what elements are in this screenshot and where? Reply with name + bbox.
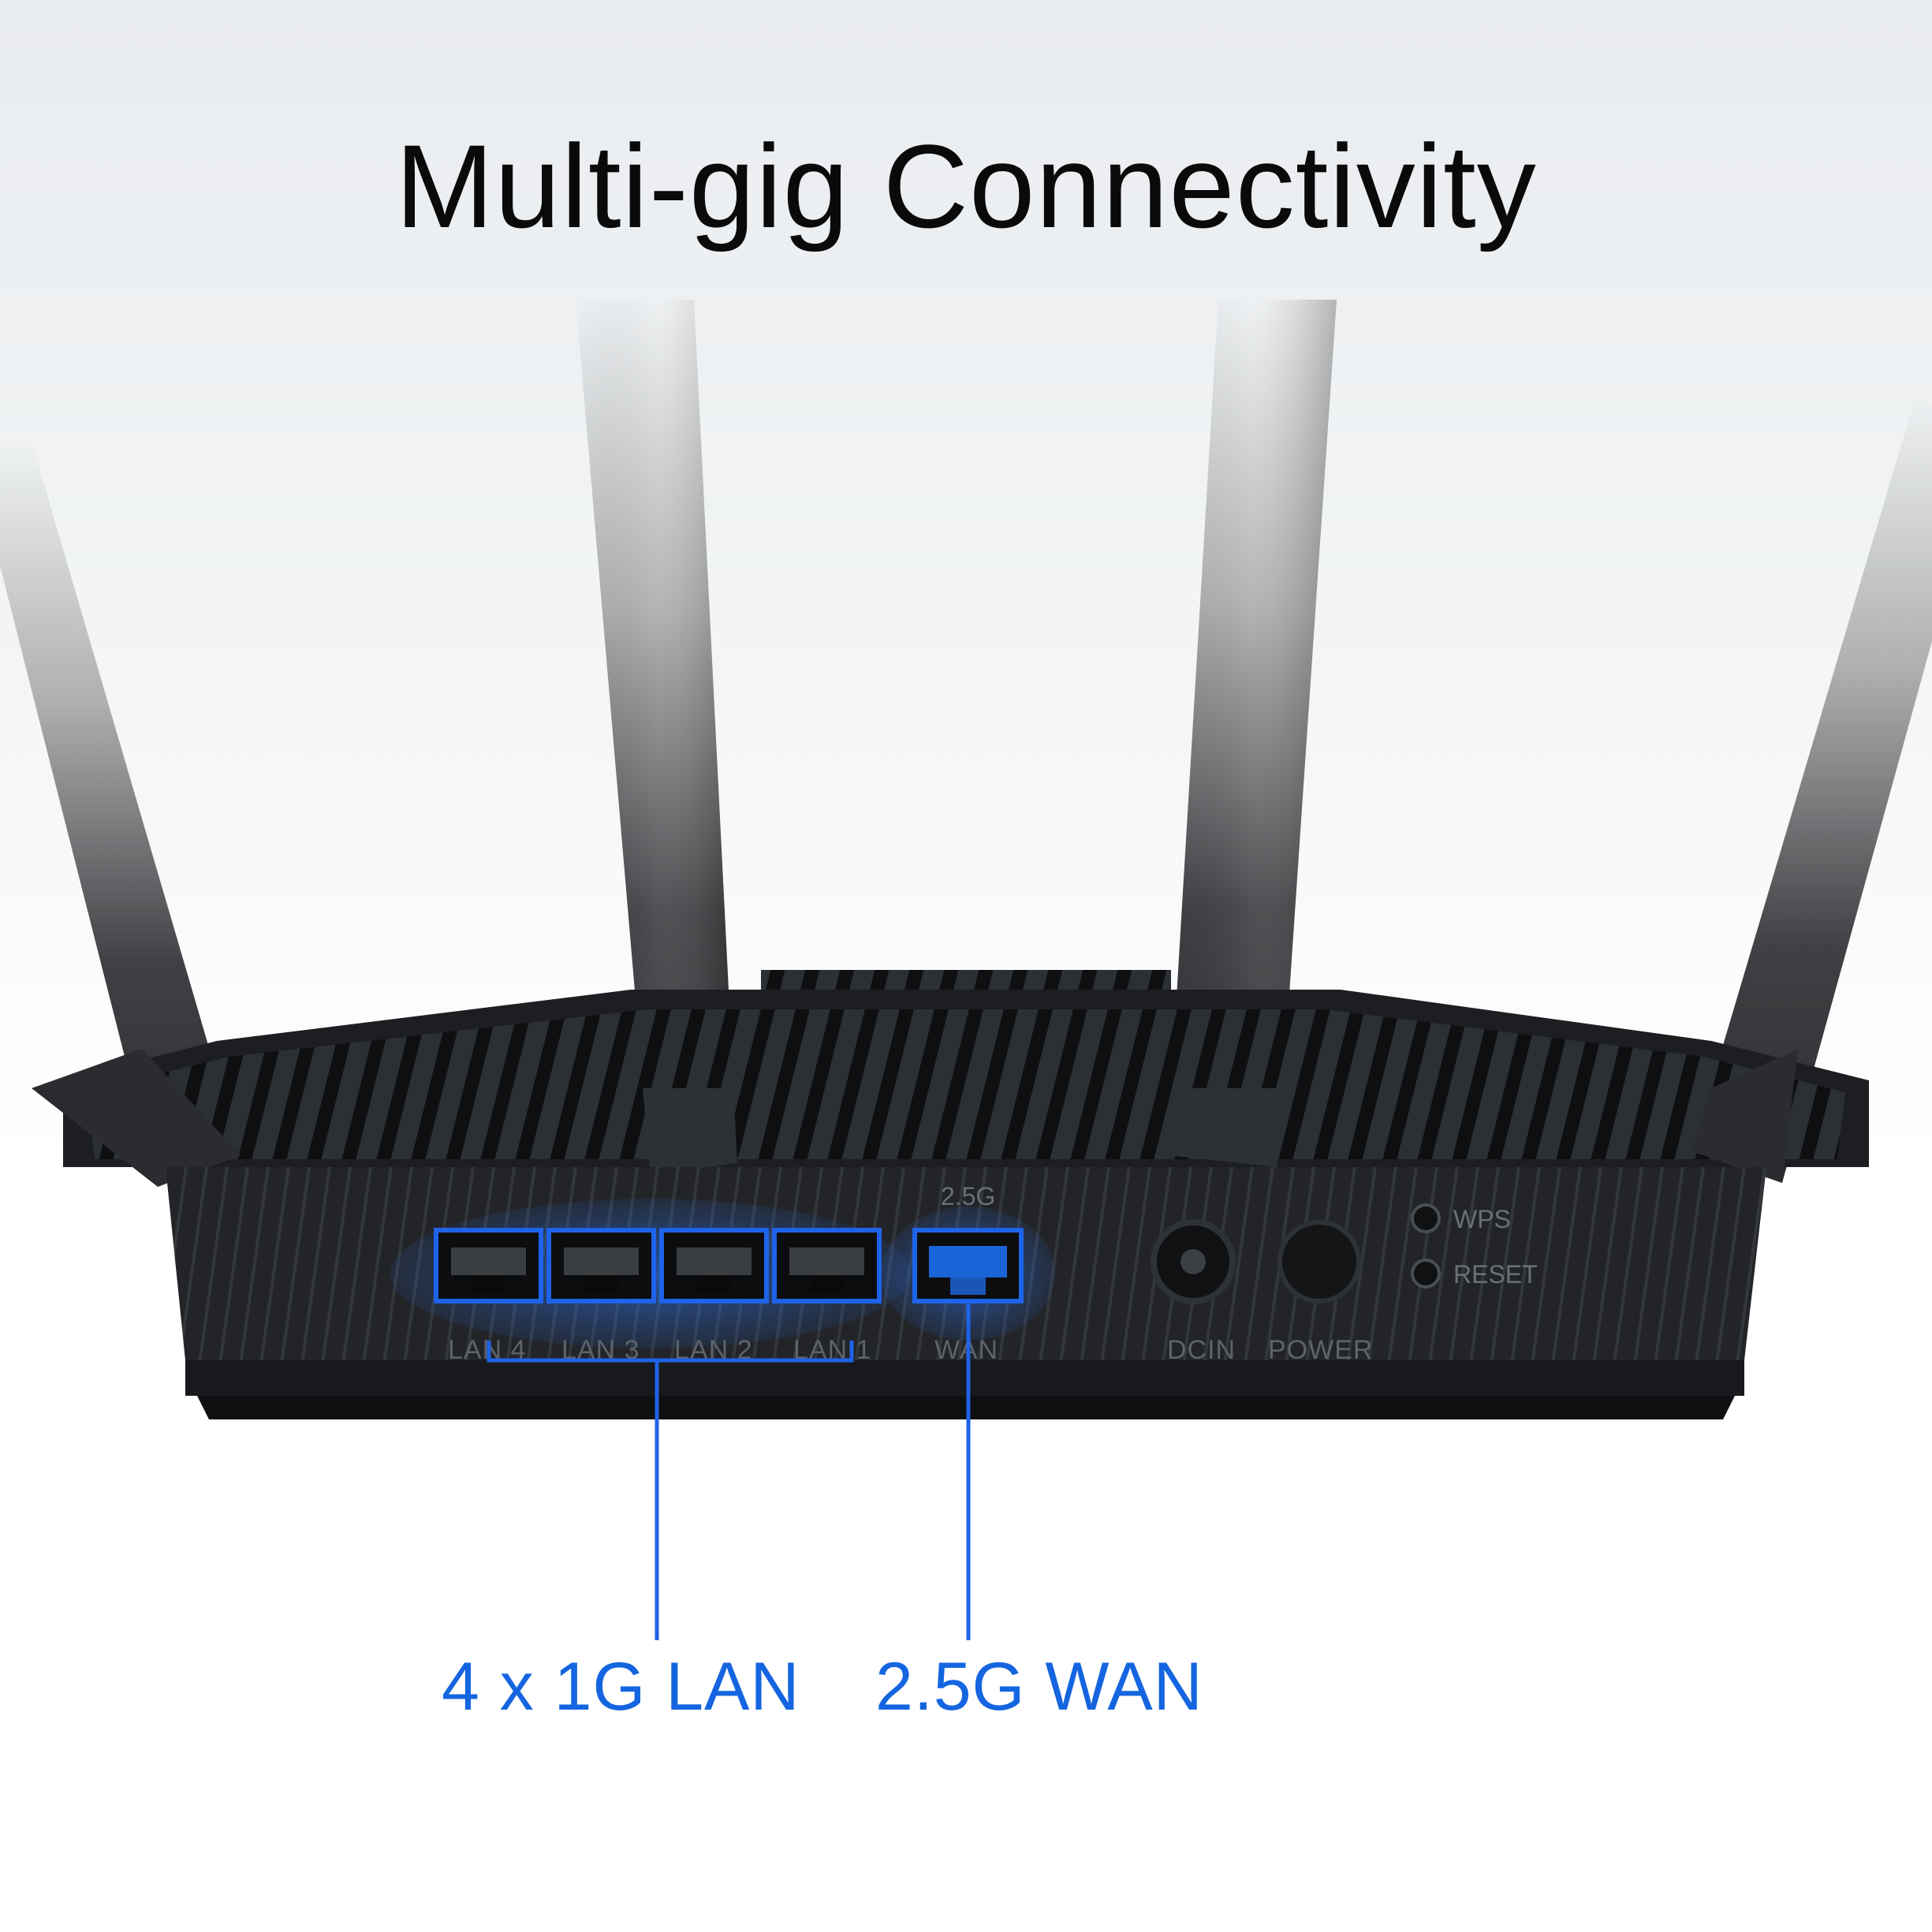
wps-label: WPS bbox=[1453, 1205, 1511, 1233]
power-label: POWER bbox=[1268, 1335, 1373, 1365]
headline: Multi-gig Connectivity bbox=[395, 120, 1537, 252]
lan-callout: 4 x 1G LAN bbox=[442, 1649, 800, 1725]
antenna-right-outer bbox=[1691, 394, 1932, 1183]
reset-label: RESET bbox=[1453, 1260, 1538, 1289]
dcin-jack[interactable] bbox=[1151, 1219, 1236, 1304]
wan-speed-label: 2.5G bbox=[941, 1182, 995, 1210]
lan-port-2[interactable] bbox=[659, 1228, 769, 1304]
lan-port-3[interactable] bbox=[546, 1228, 656, 1304]
dcin-label: DCIN bbox=[1167, 1335, 1236, 1365]
lan-port-1[interactable] bbox=[772, 1228, 882, 1304]
router-upper-housing bbox=[63, 990, 1869, 1167]
wan-callout: 2.5G WAN bbox=[875, 1649, 1203, 1725]
lan-port-4[interactable] bbox=[434, 1228, 543, 1304]
antenna-left-outer bbox=[0, 442, 241, 1187]
antenna-left-inner bbox=[576, 300, 737, 1175]
power-button[interactable] bbox=[1277, 1220, 1361, 1304]
reset-button[interactable] bbox=[1411, 1259, 1441, 1289]
antenna-right-inner bbox=[1167, 300, 1337, 1167]
lan-bracket bbox=[487, 1341, 854, 1640]
wan-port[interactable] bbox=[912, 1228, 1024, 1304]
wps-button[interactable] bbox=[1411, 1203, 1441, 1233]
wan-label: WAN bbox=[934, 1335, 998, 1365]
